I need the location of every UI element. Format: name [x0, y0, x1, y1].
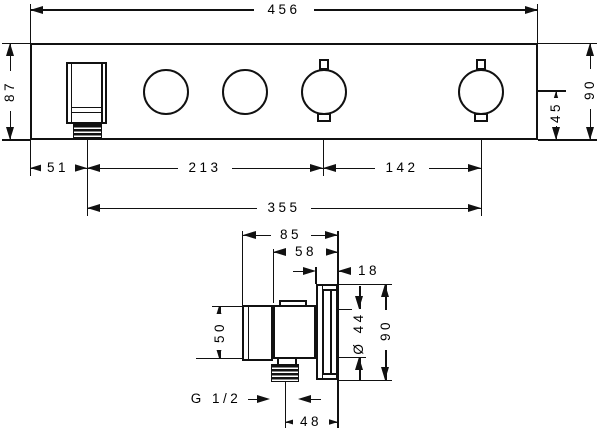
holder-block-side	[242, 305, 273, 361]
thermostat-handle-top-tab	[319, 59, 329, 70]
dim-edge-to-outlet-label: 51	[41, 161, 75, 175]
outlet-ledge-line	[72, 106, 101, 108]
volume-handle-bottom-tab	[474, 113, 488, 122]
extension-line	[29, 4, 31, 43]
thread-callout-line	[309, 398, 321, 400]
dim-half-height-label: 45	[548, 98, 563, 126]
outlet-thread-front	[73, 124, 102, 139]
arrowhead	[87, 164, 100, 172]
arrowhead	[468, 204, 481, 212]
arrowhead	[381, 367, 389, 380]
select-button-1	[143, 69, 189, 115]
dim-total-width-label: 456	[254, 3, 314, 17]
extension-line	[538, 90, 566, 92]
arrowhead	[355, 357, 363, 370]
arrowhead	[273, 248, 286, 256]
arrowhead	[30, 6, 43, 14]
arrowhead	[243, 231, 256, 239]
volume-handle-top-tab	[476, 59, 486, 70]
volume-handle	[458, 69, 504, 115]
extension-line	[338, 379, 392, 381]
arrowhead	[310, 164, 323, 172]
arrowhead	[325, 418, 338, 426]
escutcheon-inner-line	[330, 291, 332, 373]
thread-callout-line	[246, 398, 258, 400]
dim-escutcheon-height-label: 90	[378, 310, 393, 350]
extension-line	[538, 42, 597, 44]
thermostat-handle-bottom-tab	[317, 113, 331, 122]
arrowhead	[87, 204, 100, 212]
arrowhead	[586, 43, 594, 56]
arrowhead	[30, 164, 43, 172]
extension-line	[538, 139, 597, 141]
arrowhead	[468, 164, 481, 172]
arrowhead	[338, 267, 351, 275]
extension-line	[338, 356, 366, 358]
arrowhead	[257, 395, 270, 403]
arrowhead	[586, 127, 594, 140]
arrowhead	[303, 267, 316, 275]
extension-line	[536, 4, 538, 43]
arrowhead	[215, 345, 223, 358]
select-button-2	[222, 69, 268, 115]
arrowhead	[323, 164, 336, 172]
dim-handle-diameter-label: Ø 44	[351, 309, 366, 357]
body-top-band	[279, 300, 307, 307]
outlet-ledge-line	[72, 111, 101, 113]
extension-line	[212, 305, 242, 307]
arrowhead	[215, 306, 223, 319]
arrowhead	[381, 284, 389, 297]
extension-line	[2, 42, 30, 44]
arrowhead	[298, 395, 311, 403]
holder-inner-line	[247, 307, 249, 359]
extension-line	[196, 357, 242, 359]
arrowhead	[325, 248, 338, 256]
extension-line	[480, 140, 482, 216]
extension-line	[241, 231, 243, 305]
extension-line	[315, 267, 317, 284]
dim-outlet-to-handle4-label: 355	[257, 201, 311, 215]
arrowhead	[6, 127, 14, 140]
extension-line	[322, 140, 324, 176]
arrowhead	[552, 91, 560, 104]
dimension-line	[293, 270, 305, 272]
dim-body-depth-label: 58	[286, 245, 326, 259]
thread-size-label: G 1/2	[184, 392, 248, 406]
arrowhead	[6, 43, 14, 56]
valve-body-side	[273, 305, 316, 359]
dim-right-height-label: 90	[582, 69, 597, 109]
arrowhead	[74, 164, 87, 172]
dim-wall-to-outlet-label: 48	[293, 415, 329, 429]
extension-line	[86, 140, 88, 216]
arrowhead	[325, 231, 338, 239]
dim-holder-height-label: 50	[212, 314, 227, 350]
outlet-inner-line	[101, 64, 103, 122]
dim-total-depth-label: 85	[271, 228, 311, 242]
extension-line	[338, 283, 392, 285]
extension-line	[272, 249, 274, 303]
arrowhead	[355, 296, 363, 309]
dim-escutcheon-depth-label: 18	[351, 264, 387, 278]
dim-left-height-label: 87	[2, 71, 17, 111]
extension-line	[2, 139, 30, 141]
arrowhead	[552, 127, 560, 140]
dim-handle3-to-handle4-label: 142	[375, 161, 429, 175]
thermostat-handle	[301, 69, 347, 115]
outlet-inner-line	[70, 64, 72, 122]
escutcheon-front-line	[321, 286, 323, 378]
outlet-thread-side	[271, 364, 299, 382]
outlet-holder-front	[66, 62, 107, 124]
dim-outlet-to-handle3-label: 213	[178, 161, 232, 175]
front-plate	[30, 43, 538, 140]
extension-line	[284, 382, 286, 428]
dimension-line	[30, 167, 481, 169]
arrowhead	[525, 6, 538, 14]
arrowhead	[285, 418, 298, 426]
extension-line	[29, 140, 31, 176]
